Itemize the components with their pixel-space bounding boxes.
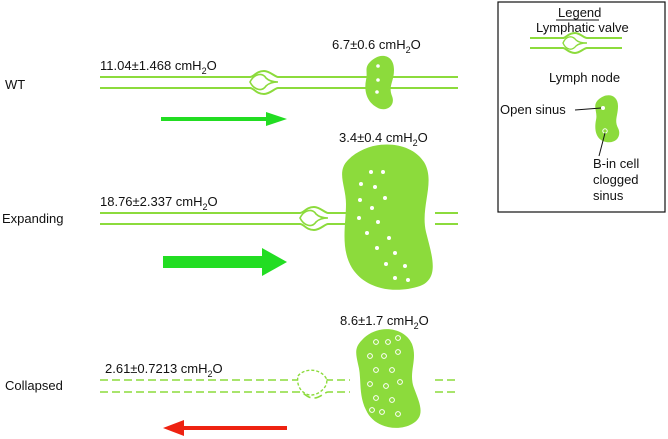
node-pressure-expanding: 3.4±0.4 cmH2O	[339, 130, 428, 148]
vessel-pressure-wt: 11.04±1.468 cmH2O	[100, 58, 217, 76]
legend-open-sinus-label: Open sinus	[500, 102, 566, 117]
lymph-node-wt	[365, 55, 394, 110]
vessel-wt	[100, 69, 458, 96]
valve-collapsed	[296, 369, 328, 396]
legend-node-icon	[595, 95, 620, 143]
legend-open-sinus-dot	[601, 106, 605, 110]
legend-valve-leaflet	[562, 36, 588, 50]
flow-arrow-collapsed	[163, 420, 287, 436]
vessel-expanding	[100, 205, 458, 232]
valve-wt	[249, 73, 279, 91]
lymph-node-expanding	[342, 144, 433, 290]
node-pressure-wt: 6.7±0.6 cmH2O	[332, 37, 421, 55]
row-label-collapsed: Collapsed	[5, 378, 63, 393]
legend-open-sinus-leader	[574, 107, 602, 111]
legend-valve-icon	[530, 31, 622, 55]
legend-clogged-leader	[598, 132, 606, 157]
vessel-pressure-collapsed: 2.61±0.7213 cmH2O	[105, 361, 223, 379]
node-sinuses-expanding	[357, 170, 410, 282]
vessel-pressure-expanding: 18.76±2.337 cmH2O	[100, 194, 218, 212]
row-label-wt: WT	[5, 77, 25, 92]
legend-node-label: Lymph node	[549, 70, 620, 85]
node-pressure-collapsed: 8.6±1.7 cmH2O	[340, 313, 429, 331]
row-label-expanding: Expanding	[2, 211, 63, 226]
legend-clogged-label-3: sinus	[593, 188, 624, 203]
legend-clogged-label-2: clogged	[593, 172, 639, 187]
flow-arrow-wt	[161, 112, 287, 126]
node-sinuses-collapsed	[367, 335, 403, 417]
legend-clogged-label-1: B-in cell	[593, 156, 639, 171]
legend-box: Legend Lymphatic valve Lymph node Open s…	[497, 1, 666, 213]
flow-arrow-expanding	[163, 248, 287, 276]
legend-valve-label: Lymphatic valve	[536, 20, 629, 35]
legend-title: Legend	[558, 5, 601, 20]
node-sinuses-wt	[375, 64, 380, 94]
row-expanding: Expanding	[2, 130, 458, 290]
row-collapsed: Collapsed 2.61±0	[5, 313, 458, 436]
row-wt: WT 11.04±1.468 cmH2O 6.7±0.6 cmH2O	[5, 37, 458, 126]
valve-expanding	[299, 209, 329, 227]
lymph-node-collapsed	[356, 329, 421, 428]
